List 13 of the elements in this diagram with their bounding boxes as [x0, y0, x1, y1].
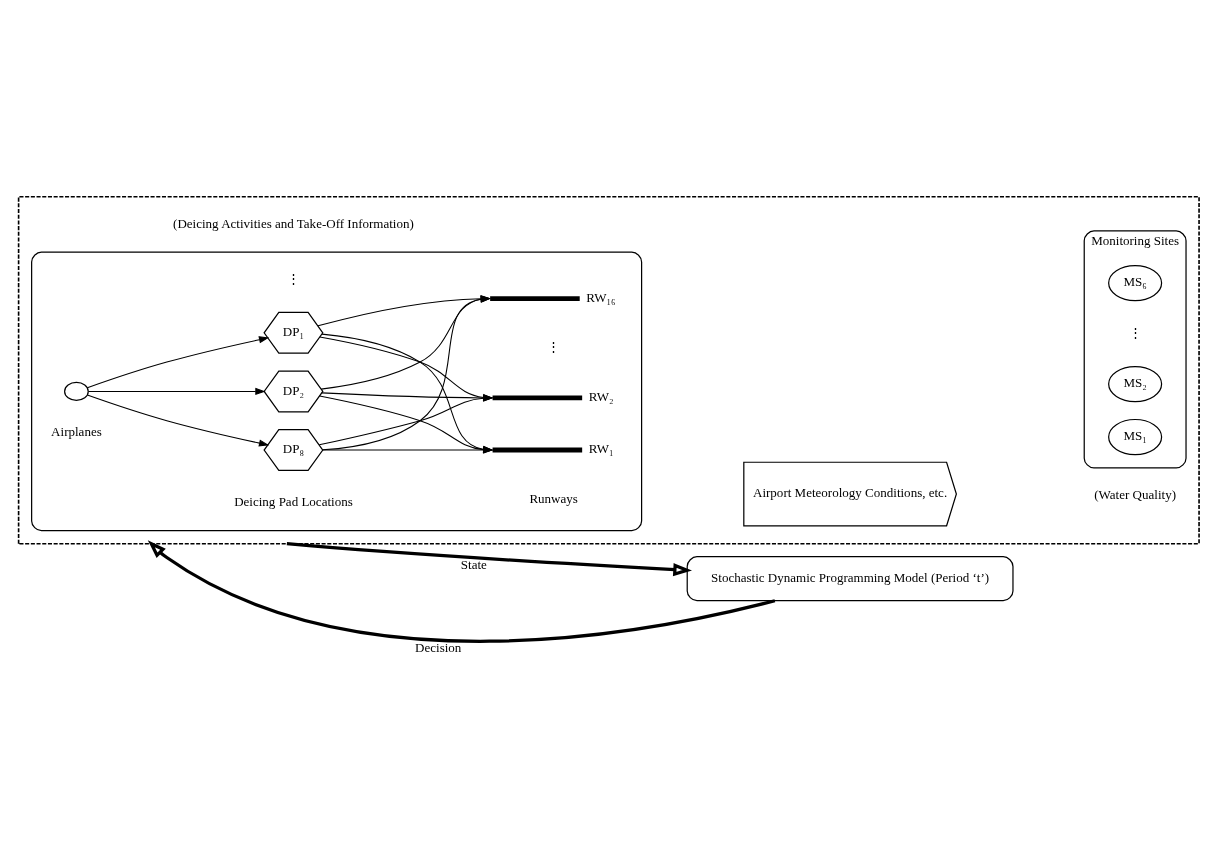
node-label: RW₁₆	[586, 289, 616, 305]
node-label: (Deicing Activities and Take-Off Information)	[173, 215, 414, 231]
edge-label: Decision	[415, 639, 462, 655]
node-label: Airplanes	[51, 424, 102, 440]
node-label: RW₁	[588, 441, 614, 457]
node-label: RW₂	[588, 389, 614, 405]
label: Deicing Pad Locations	[234, 494, 353, 510]
label: Runways	[529, 490, 578, 506]
label: ⋮	[547, 339, 561, 355]
node-label: (Water Quality)	[1094, 486, 1176, 502]
label: ⋮	[1128, 324, 1142, 340]
edge-label: State	[460, 556, 487, 572]
label: ⋮	[286, 270, 300, 286]
